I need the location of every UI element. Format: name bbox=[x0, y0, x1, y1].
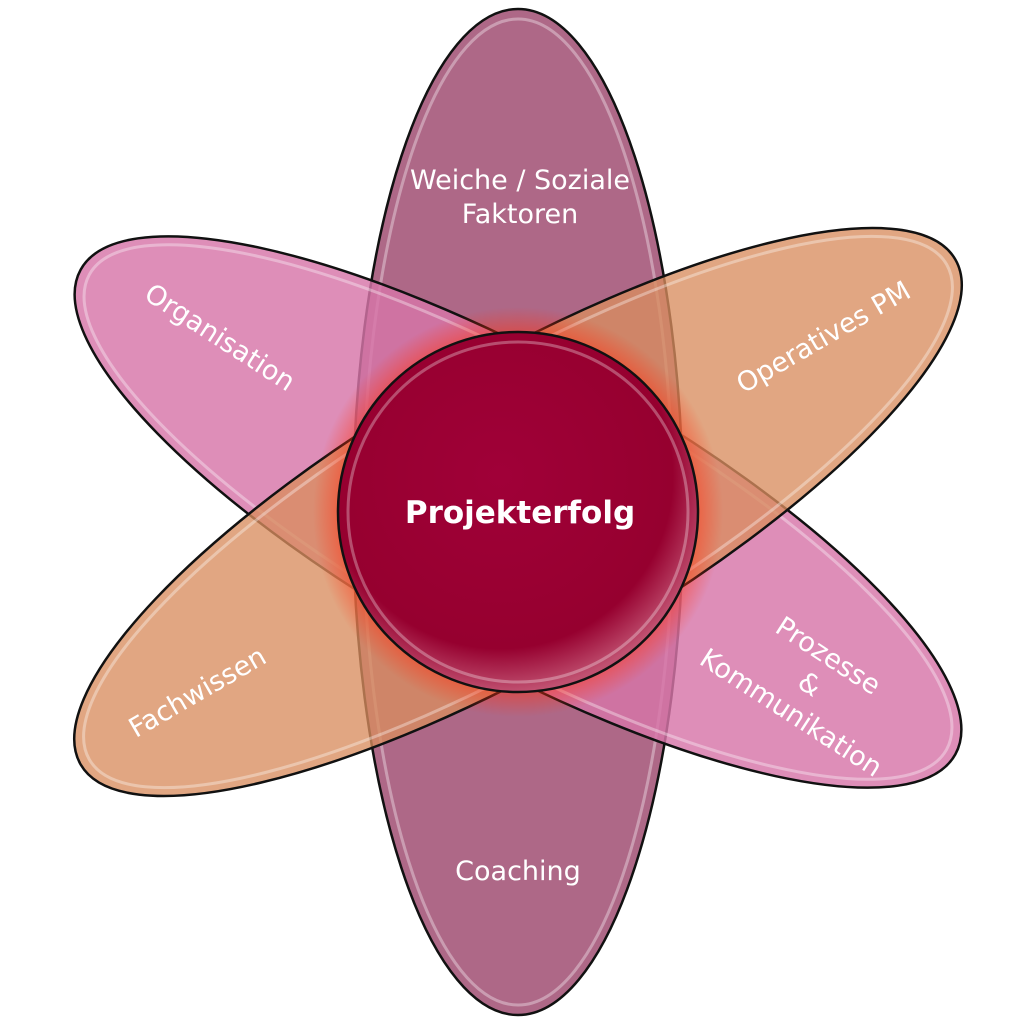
label-weiche-line1: Weiche / Soziale bbox=[410, 165, 630, 196]
label-weiche-line2: Faktoren bbox=[462, 199, 579, 230]
center-label: Projekterfolg bbox=[405, 495, 635, 531]
label-coaching: Coaching bbox=[455, 856, 581, 887]
center-circle bbox=[336, 330, 700, 694]
